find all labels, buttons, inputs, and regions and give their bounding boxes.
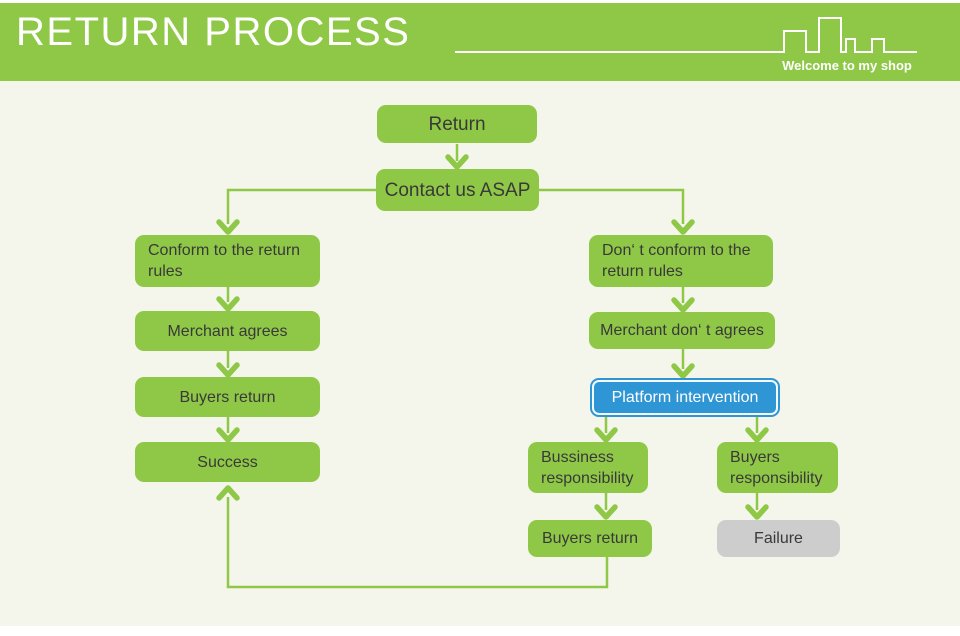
node-label: Merchant don‘ t agrees (600, 322, 764, 339)
node-failure: Failure (717, 520, 840, 557)
node-label: Buyers return (179, 388, 276, 406)
node-platform-intervention: Platform intervention (590, 378, 780, 417)
node-merchant-dont-agrees: Merchant don‘ t agrees (589, 312, 775, 349)
city-skyline-icon (455, 17, 917, 53)
node-buyers-return-bottom: Buyers return (528, 520, 652, 557)
shop-tagline: Welcome to my shop (782, 58, 912, 73)
node-label: Bussiness responsibility (541, 448, 634, 487)
node-buyers-responsibility: Buyers responsibility (717, 442, 838, 493)
node-label: Contact us ASAP (384, 179, 531, 201)
node-contact-us-asap: Contact us ASAP (376, 169, 539, 211)
node-dont-conform-to-return-rules: Don‘ t conform to the return rules (589, 235, 773, 287)
node-buyers-return: Buyers return (135, 377, 320, 417)
node-success: Success (135, 442, 320, 482)
node-label: Failure (754, 530, 803, 547)
node-business-responsibility: Bussiness responsibility (528, 442, 648, 493)
page-title: RETURN PROCESS (16, 10, 411, 54)
node-label: Buyers return (541, 530, 639, 547)
node-label: Merchant agrees (167, 322, 288, 340)
node-merchant-agrees: Merchant agrees (135, 311, 320, 351)
node-label: Don‘ t conform to the return rules (602, 242, 751, 280)
node-label: Platform intervention (611, 389, 759, 406)
node-label: Success (197, 453, 258, 471)
node-return: Return (377, 105, 537, 143)
node-label: Buyers responsibility (730, 448, 823, 487)
header-bar (0, 3, 960, 81)
node-label: Return (428, 113, 486, 135)
node-label: Conform to the return rules (148, 242, 301, 280)
node-conform-to-return-rules: Conform to the return rules (135, 235, 320, 287)
